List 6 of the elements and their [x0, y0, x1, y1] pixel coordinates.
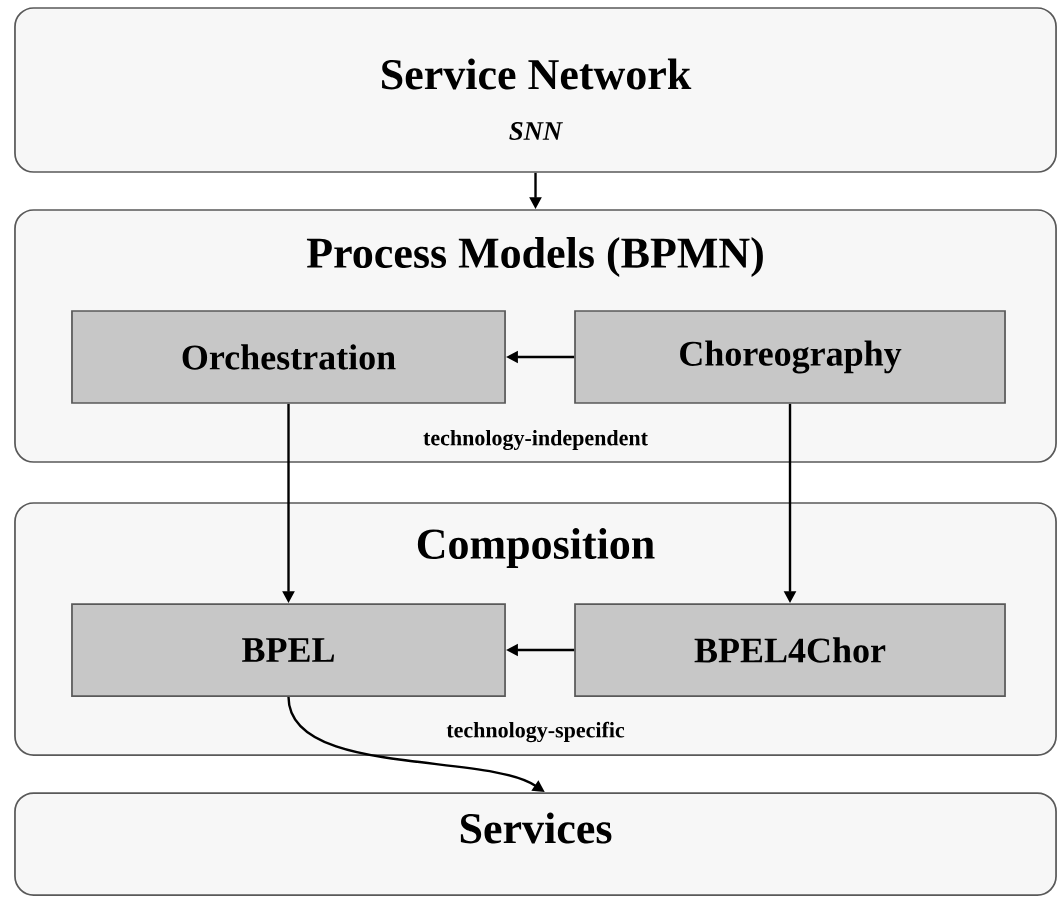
layer-band: Services [14, 792, 1057, 896]
component-box: Choreography [574, 310, 1006, 404]
layer-band: Service Network SNN [14, 7, 1057, 173]
component-box: BPEL [71, 603, 506, 697]
component-box: Orchestration [71, 310, 506, 404]
component-box: BPEL4Chor [574, 603, 1006, 697]
